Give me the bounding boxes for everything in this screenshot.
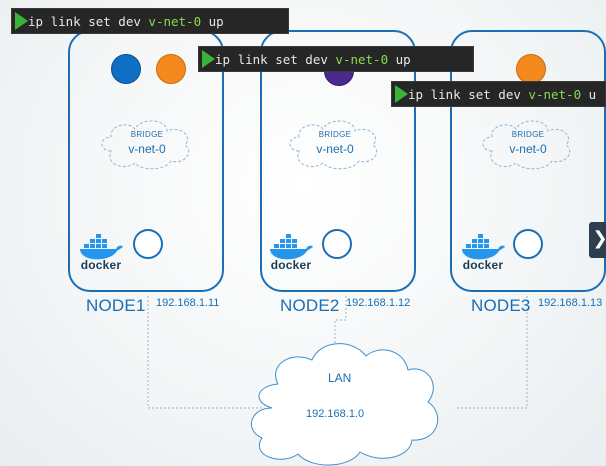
node1-container-orange — [156, 54, 186, 84]
command-text: ip link set dev — [215, 52, 336, 67]
terminal-command-3: ip link set dev v-net-0 u — [391, 81, 606, 107]
lan-subnet: 192.168.1.0 — [306, 408, 365, 420]
play-icon — [395, 85, 408, 103]
node3-bridge-cloud — [482, 120, 571, 170]
node3-host-interface — [513, 229, 543, 259]
node3-ip: 192.168.1.13 — [538, 297, 603, 309]
command-arg: v-net-0 — [335, 52, 389, 67]
terminal-command-1-text: ip link set dev v-net-0 up — [28, 14, 224, 29]
node1-link — [147, 296, 262, 409]
node2-bridge-title: BRIDGE — [318, 130, 352, 139]
docker-whale-icon — [270, 234, 313, 260]
docker-whale-icon — [80, 234, 123, 260]
node3-label: NODE3 — [471, 296, 531, 315]
node3-docker-text: docker — [462, 258, 504, 272]
node2-bridge-name: v-net-0 — [316, 142, 354, 156]
node3-docker-logo: docker — [460, 234, 506, 276]
node3-box — [450, 30, 606, 292]
command-arg: v-net-0 — [148, 14, 202, 29]
play-icon — [202, 50, 215, 68]
node1-container-blue — [111, 54, 141, 84]
node2-bridge: BRIDGE v-net-0 — [285, 115, 385, 171]
node2-docker-logo: docker — [268, 234, 314, 276]
command-text: ip link set dev — [28, 14, 149, 29]
node3-bridge-title: BRIDGE — [511, 130, 545, 139]
command-text: ip link set dev — [408, 87, 529, 102]
node1-bridge: BRIDGE v-net-0 — [97, 115, 197, 171]
node2-link — [334, 296, 347, 345]
node1-bridge-name: v-net-0 — [128, 142, 166, 156]
terminal-command-2-text: ip link set dev v-net-0 up — [215, 52, 411, 67]
terminal-command-2: ip link set dev v-net-0 up — [198, 46, 474, 72]
command-suffix: up — [388, 52, 411, 67]
node3-bridge: BRIDGE v-net-0 — [478, 115, 578, 171]
chevron-right-icon: ❯ — [592, 228, 606, 249]
node1-host-interface — [133, 229, 163, 259]
node2-host-interface — [322, 229, 352, 259]
node1-bridge-cloud — [101, 120, 190, 170]
node1-bridge-title: BRIDGE — [130, 130, 164, 139]
next-slide-button[interactable]: ❯ — [589, 222, 606, 258]
play-icon — [15, 12, 28, 30]
node2-docker-text: docker — [270, 258, 312, 272]
node2-bridge-cloud — [289, 120, 378, 170]
docker-whale-icon — [462, 234, 505, 260]
command-suffix: up — [201, 14, 224, 29]
node1-ip: 192.168.1.11 — [156, 297, 220, 309]
command-arg: v-net-0 — [528, 87, 582, 102]
lan-label: LAN — [328, 371, 352, 385]
node1-docker-logo: docker — [78, 234, 124, 276]
node3-link — [456, 296, 528, 409]
terminal-command-3-text: ip link set dev v-net-0 u — [408, 87, 596, 102]
node2-ip: 192.168.1.12 — [346, 297, 411, 309]
node3-bridge-name: v-net-0 — [509, 142, 547, 156]
node3-container-orange — [516, 54, 546, 84]
command-suffix: u — [581, 87, 597, 102]
terminal-command-1: ip link set dev v-net-0 up — [11, 8, 289, 34]
node2-label: NODE2 — [280, 296, 340, 315]
node1-label: NODE1 — [86, 296, 146, 315]
node2-box — [260, 30, 416, 292]
node1-docker-text: docker — [80, 258, 122, 272]
